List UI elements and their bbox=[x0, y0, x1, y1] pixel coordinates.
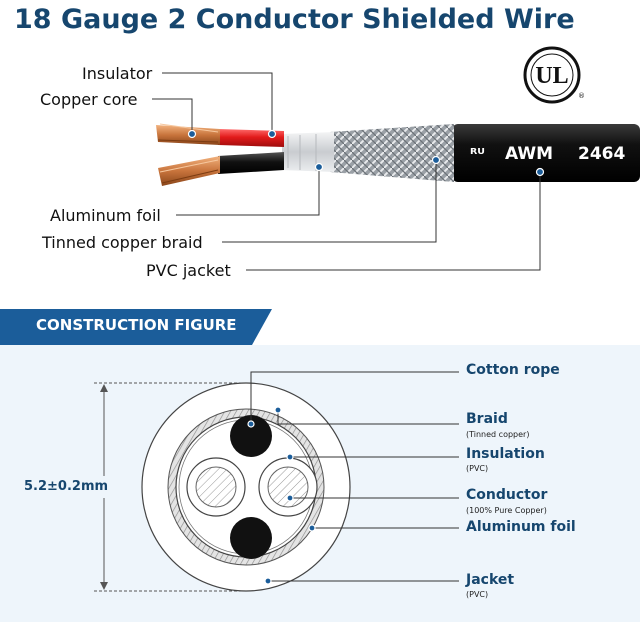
label-aluminum-foil-cs: Aluminum foil bbox=[466, 519, 576, 535]
page-title: 18 Gauge 2 Conductor Shielded Wire bbox=[14, 4, 575, 35]
label-braid-sub: (Tinned copper) bbox=[466, 430, 530, 439]
label-insulator: Insulator bbox=[82, 64, 153, 83]
jacket-awm: AWM bbox=[505, 144, 553, 164]
cotton-rope-top bbox=[230, 415, 272, 457]
tinned-braid-section bbox=[330, 124, 454, 182]
label-insulation-sub: (PVC) bbox=[466, 464, 489, 473]
label-insulation: Insulation bbox=[466, 446, 545, 462]
dimension-label: 5.2±0.2mm bbox=[24, 479, 109, 494]
label-braid: Braid bbox=[466, 411, 508, 427]
label-tinned-copper-braid: Tinned copper braid bbox=[42, 233, 203, 252]
label-pvc-jacket: PVC jacket bbox=[146, 261, 231, 280]
label-conductor-sub: (100% Pure Copper) bbox=[466, 506, 547, 515]
label-copper-core: Copper core bbox=[40, 90, 138, 109]
ul-logo-text: UL bbox=[535, 63, 568, 89]
label-conductor: Conductor bbox=[466, 487, 548, 503]
jacket-code: 2464 bbox=[578, 144, 625, 164]
svg-text:®: ® bbox=[578, 92, 585, 100]
conductor-right-core bbox=[267, 466, 309, 508]
aluminum-foil-section bbox=[282, 132, 334, 172]
label-jacket: Jacket bbox=[466, 572, 515, 588]
red-insulator bbox=[218, 129, 284, 147]
label-jacket-sub: (PVC) bbox=[466, 590, 489, 599]
conductor-left-core bbox=[195, 466, 237, 508]
label-aluminum-foil: Aluminum foil bbox=[50, 206, 161, 225]
label-cotton-rope: Cotton rope bbox=[466, 362, 560, 378]
pvc-jacket-section bbox=[452, 124, 640, 182]
cotton-rope-bottom bbox=[230, 517, 272, 559]
black-insulator bbox=[218, 152, 284, 174]
copper-core-lower bbox=[158, 156, 220, 186]
section-banner-title: CONSTRUCTION FIGURE bbox=[36, 316, 237, 334]
section-banner bbox=[0, 309, 272, 345]
jacket-mark: ᴿᵁ bbox=[470, 145, 485, 163]
ul-logo: UL ® bbox=[523, 46, 585, 104]
